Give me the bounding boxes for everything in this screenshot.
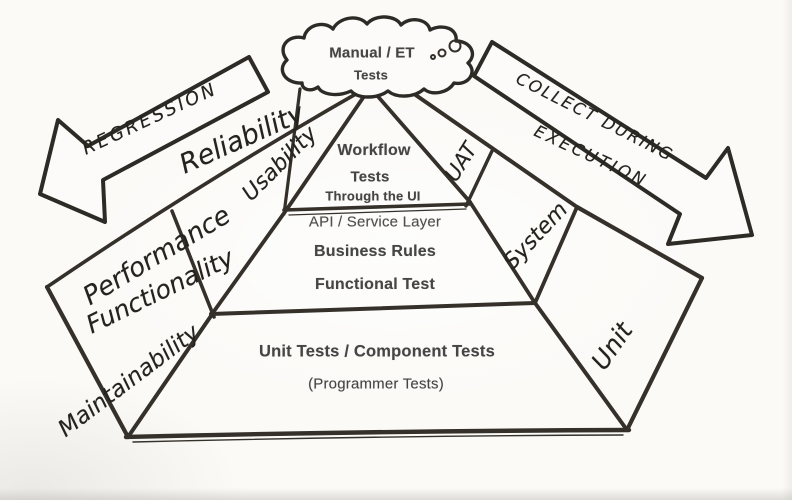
central-right-edge bbox=[372, 90, 472, 204]
left-fan-edge bbox=[45, 89, 363, 289]
system-unit-edge bbox=[533, 205, 579, 305]
left-band-separator bbox=[170, 209, 216, 319]
cloud-bubbles-icon bbox=[430, 39, 462, 60]
cloud-subtitle: Tests bbox=[354, 67, 388, 83]
api-layer-divider-echo bbox=[288, 208, 467, 216]
unit-layer-right-edge bbox=[533, 301, 629, 432]
middle-layer-left-edge bbox=[210, 207, 289, 316]
outer-right-lower-edge bbox=[624, 275, 705, 433]
collect-arrow-shape bbox=[472, 40, 754, 246]
ui-layer-line1: Workflow bbox=[337, 142, 411, 159]
right-band-separator bbox=[464, 149, 494, 208]
outer-right-mid-edge bbox=[574, 204, 705, 281]
base-edge bbox=[123, 427, 632, 440]
api-layer-divider bbox=[282, 202, 472, 212]
outer-right-upper-edge bbox=[405, 87, 579, 209]
cloud-title: Manual / ET bbox=[329, 44, 415, 62]
service-layer-line2: Business Rules bbox=[314, 243, 436, 260]
service-layer-line3: Functional Test bbox=[314, 276, 436, 293]
cloud-ray-left bbox=[282, 87, 302, 216]
middle-layer-right-edge bbox=[468, 200, 537, 305]
regression-arrow-shape bbox=[38, 55, 270, 224]
unit-layer-line1: Unit Tests / Component Tests bbox=[258, 342, 496, 361]
ui-layer-line3: Through the UI bbox=[325, 188, 421, 204]
outer-left-edge bbox=[44, 284, 131, 440]
base-edge-echo bbox=[132, 434, 624, 443]
central-left-edge bbox=[285, 90, 369, 211]
unit-layer-line2: (Programmer Tests) bbox=[308, 375, 444, 393]
unit-layer-left-edge bbox=[126, 311, 215, 439]
ui-layer-line2: Tests bbox=[350, 168, 390, 186]
unit-layer-divider bbox=[209, 301, 537, 316]
service-layer-line1: API / Service Layer bbox=[308, 213, 442, 231]
